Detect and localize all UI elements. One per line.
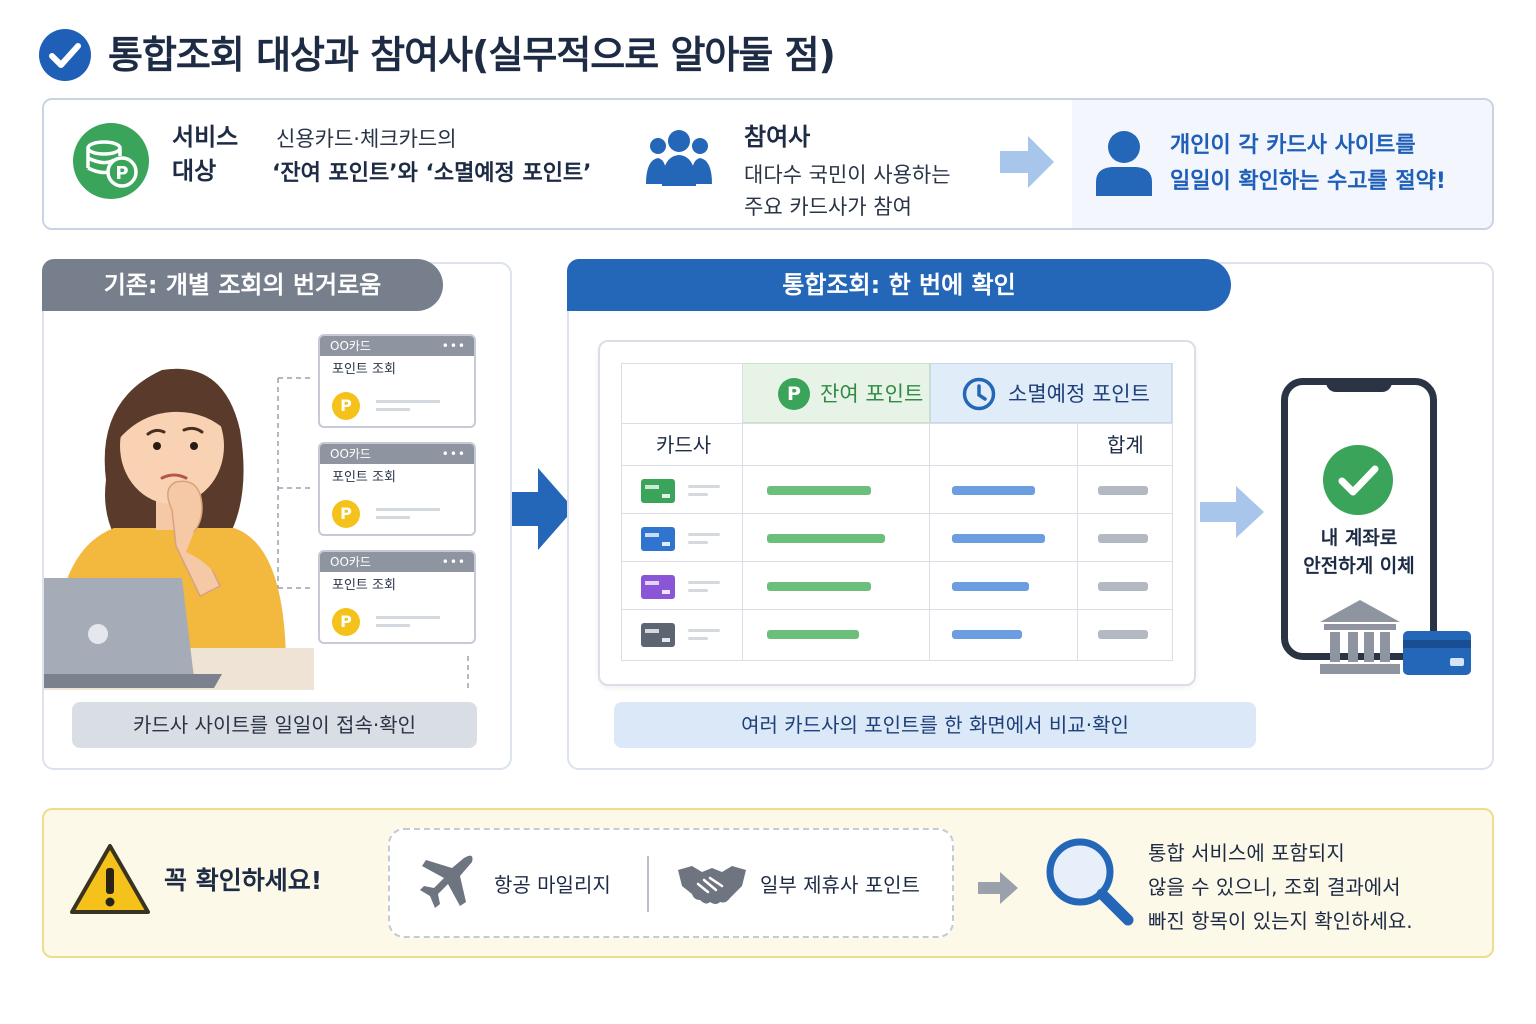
legacy-panel-header: 기존: 개별 조회의 번거로움 [42, 259, 443, 311]
dashed-connector [277, 377, 312, 589]
benefit-line-1: 개인이 각 카드사 사이트를 [1170, 133, 1416, 158]
warning-title: 꼭 확인하세요! [164, 866, 323, 895]
card-name-placeholder [688, 533, 720, 536]
warning-desc-1: 통합 서비스에 포함되지 [1148, 841, 1345, 865]
excluded-item-partner-points: 일부 제휴사 포인트 [760, 873, 920, 897]
benefit-background [1072, 100, 1492, 228]
excluded-items-box [388, 828, 954, 938]
legacy-caption: 카드사 사이트를 일일이 접속·확인 [72, 702, 477, 748]
arrow-right-icon [1200, 486, 1264, 538]
card-site-sub: 포인트 조회 [332, 470, 396, 485]
coins-point-icon: P [73, 123, 149, 199]
laptop-icon [44, 578, 222, 688]
warning-triangle-icon [70, 844, 150, 914]
integrated-panel-header: 통합조회: 한 번에 확인 [567, 259, 1231, 311]
card-site-sub: 포인트 조회 [332, 578, 396, 593]
header-remaining-label: 잔여 포인트 [820, 382, 924, 406]
card-icon [641, 527, 675, 551]
header-expiring [930, 363, 1172, 423]
people-group-icon [646, 130, 712, 186]
card-name-placeholder [688, 541, 708, 544]
service-target-label-1: 서비스 [172, 123, 239, 151]
participants-desc-1: 대다수 국민이 사용하는 [744, 163, 951, 187]
card-site-sub: 포인트 조회 [332, 362, 396, 377]
phone-message-line-2: 안전하게 이체 [1303, 555, 1415, 577]
check-circle-icon [1323, 445, 1393, 515]
bank-icon [1320, 600, 1400, 674]
total-point-bar [1098, 486, 1148, 495]
card-name-placeholder [688, 589, 708, 592]
card-icon [641, 623, 675, 647]
card-site-name: OO카드 [330, 555, 371, 569]
dashed-tail [467, 656, 469, 690]
total-point-bar [1098, 630, 1148, 639]
participants-desc-2: 주요 카드사가 참여 [744, 195, 912, 219]
arrow-right-icon [978, 872, 1018, 904]
point-coin-icon: P [332, 392, 360, 420]
page-title: 통합조회 대상과 참여사(실무적으로 알아둘 점) [108, 33, 836, 77]
card-icon [641, 479, 675, 503]
window-dots: ••• [441, 339, 466, 353]
service-target-desc-2: ‘잔여 포인트’와 ‘소멸예정 포인트’ [272, 161, 592, 186]
service-target-desc-1: 신용카드·체크카드의 [276, 127, 457, 151]
svg-text:P: P [115, 163, 128, 184]
total-point-bar [1098, 534, 1148, 543]
remaining-point-bar [767, 486, 871, 495]
window-dots: ••• [441, 447, 466, 461]
point-coin-icon: P [778, 378, 810, 410]
column-company: 카드사 [656, 433, 712, 457]
card-name-placeholder [688, 485, 720, 488]
integrated-caption: 여러 카드사의 포인트를 한 화면에서 비교·확인 [614, 702, 1256, 748]
expiring-point-bar [952, 582, 1029, 591]
window-dots: ••• [441, 555, 466, 569]
clock-icon [962, 377, 996, 411]
card-name-placeholder [688, 493, 708, 496]
credit-card-icon [1403, 631, 1471, 675]
header-remaining [742, 363, 930, 423]
card-site-window-3: OO카드 ••• 포인트 조회 P [318, 550, 476, 644]
remaining-point-bar [767, 534, 885, 543]
card-name-placeholder [688, 629, 720, 632]
airplane-icon [420, 855, 473, 908]
card-name-placeholder [688, 581, 720, 584]
expiring-point-bar [952, 486, 1035, 495]
card-site-name: OO카드 [330, 339, 371, 353]
remaining-point-bar [767, 630, 859, 639]
expiring-point-bar [952, 630, 1022, 639]
magnifier-icon [1046, 838, 1134, 926]
person-icon [1096, 131, 1152, 196]
excluded-item-mileage: 항공 마일리지 [494, 873, 611, 897]
header-expiring-label: 소멸예정 포인트 [1008, 382, 1150, 406]
participants-label: 참여사 [744, 123, 811, 151]
phone-message: 내 계좌로 안전하게 이체 [1290, 524, 1428, 580]
service-target-label-2: 대상 [172, 157, 217, 185]
divider [647, 856, 649, 912]
phone-notch [1326, 378, 1392, 392]
card-site-window-2: OO카드 ••• 포인트 조회 P [318, 442, 476, 536]
total-point-bar [1098, 582, 1148, 591]
remaining-point-bar [767, 582, 871, 591]
card-site-name: OO카드 [330, 447, 371, 461]
arrow-right-icon [1000, 136, 1054, 188]
handshake-icon [678, 866, 746, 904]
phone-message-line-1: 내 계좌로 [1320, 527, 1398, 549]
column-total: 합계 [1107, 433, 1144, 457]
benefit-line-2: 일일이 확인하는 수고를 절약! [1170, 169, 1446, 194]
warning-desc-3: 빠진 항목이 있는지 확인하세요. [1148, 909, 1413, 933]
warning-desc-2: 않을 수 있으니, 조회 결과에서 [1148, 875, 1401, 899]
title-check-icon [39, 29, 91, 81]
point-coin-icon: P [332, 500, 360, 528]
point-coin-icon: P [332, 608, 360, 636]
card-name-placeholder [688, 637, 708, 640]
card-icon [641, 575, 675, 599]
card-site-window-1: OO카드 ••• 포인트 조회 P [318, 334, 476, 428]
big-arrow-right-icon [512, 468, 574, 550]
expiring-point-bar [952, 534, 1045, 543]
